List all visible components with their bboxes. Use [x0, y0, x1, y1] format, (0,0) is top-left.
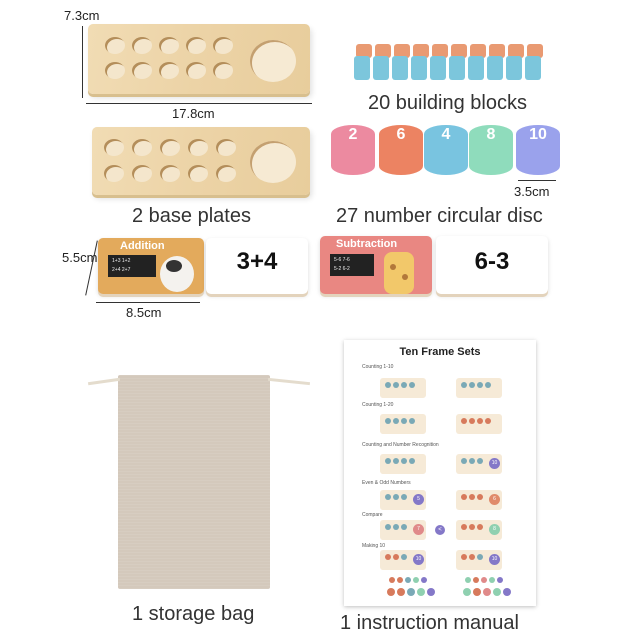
plate-width-dimension: 17.8cm: [172, 106, 215, 121]
plate-height-dimension: 7.3cm: [64, 8, 100, 23]
plate-width-arrow: [86, 103, 312, 104]
building-blocks: [352, 44, 552, 84]
number-disc: 2: [331, 125, 375, 175]
base-plates-label: 2 base plates: [132, 205, 251, 227]
subtraction-example-card: 6-3: [436, 236, 548, 294]
chalkboard: 1+3 1+2 2+4 2+7: [108, 255, 156, 277]
card-width-arrow: [96, 302, 200, 303]
subtraction-card: Subtraction 5-6 7-6 5-2 6-2: [320, 236, 432, 294]
base-plate-bottom: [92, 127, 310, 195]
discs-label: 27 number circular disc: [336, 205, 543, 227]
storage-bag-label: 1 storage bag: [132, 603, 255, 625]
drawstring-left: [87, 377, 121, 386]
number-disc: 8: [469, 125, 513, 175]
disc-diameter-arrow: [518, 180, 556, 181]
number-disc: 10: [516, 125, 560, 175]
addition-card: Addition 1+3 1+2 2+4 2+7: [98, 238, 204, 294]
card-height-dimension: 5.5cm: [62, 250, 98, 265]
disc-diameter-dimension: 3.5cm: [514, 184, 550, 199]
card-height-arrow: [85, 240, 98, 296]
drawstring-right: [267, 377, 311, 386]
giraffe-illustration: [384, 252, 414, 294]
instruction-manual-label: 1 instruction manual: [340, 612, 519, 634]
addition-example-card: 3+4: [206, 238, 308, 294]
manual-title: Ten Frame Sets: [399, 346, 481, 358]
building-blocks-label: 20 building blocks: [368, 92, 527, 114]
number-disc: 4: [424, 125, 468, 175]
chalkboard: 5-6 7-6 5-2 6-2: [330, 254, 374, 276]
base-plate-top: [88, 24, 310, 94]
storage-bag: [118, 375, 270, 589]
number-disc: 6: [379, 125, 423, 175]
instruction-manual: Ten Frame Sets Counting 1-10 Counting 1-…: [344, 340, 536, 606]
plate-height-arrow: [82, 26, 83, 98]
card-width-dimension: 8.5cm: [126, 305, 162, 320]
